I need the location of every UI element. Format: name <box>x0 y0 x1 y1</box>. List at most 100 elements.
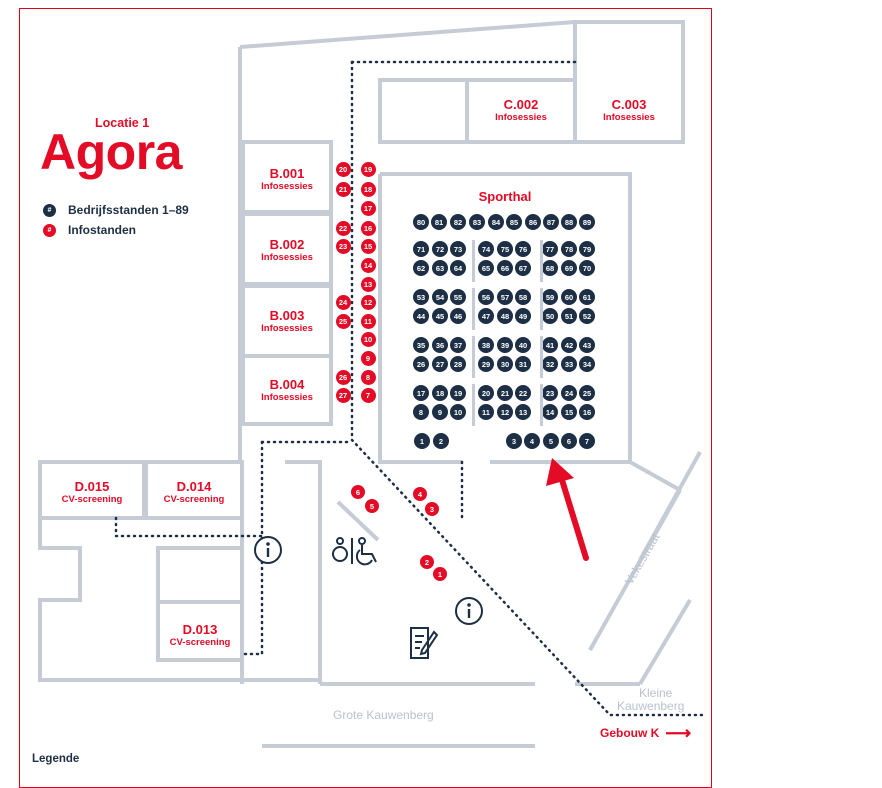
company-stand-88[interactable]: 88 <box>561 214 577 230</box>
company-stand-4[interactable]: 4 <box>524 433 540 449</box>
company-stand-48[interactable]: 48 <box>497 308 513 324</box>
company-stand-9[interactable]: 9 <box>432 404 448 420</box>
company-stand-68[interactable]: 68 <box>542 260 558 276</box>
company-stand-45[interactable]: 45 <box>432 308 448 324</box>
info-stand-10[interactable]: 10 <box>360 331 376 347</box>
info-stand-20[interactable]: 20 <box>335 161 351 177</box>
company-stand-83[interactable]: 83 <box>469 214 485 230</box>
company-stand-69[interactable]: 69 <box>561 260 577 276</box>
company-stand-57[interactable]: 57 <box>497 289 513 305</box>
company-stand-70[interactable]: 70 <box>579 260 595 276</box>
company-stand-72[interactable]: 72 <box>432 241 448 257</box>
company-stand-24[interactable]: 24 <box>561 385 577 401</box>
room-b002[interactable]: B.002 Infosessies <box>243 237 331 264</box>
info-stand-6[interactable]: 6 <box>351 485 365 499</box>
info-stand-13[interactable]: 13 <box>360 276 376 292</box>
info-stand-3[interactable]: 3 <box>425 502 439 516</box>
company-stand-11[interactable]: 11 <box>478 404 494 420</box>
company-stand-55[interactable]: 55 <box>450 289 466 305</box>
room-b003[interactable]: B.003 Infosessies <box>243 308 331 335</box>
company-stand-42[interactable]: 42 <box>561 337 577 353</box>
company-stand-62[interactable]: 62 <box>413 260 429 276</box>
company-stand-65[interactable]: 65 <box>478 260 494 276</box>
company-stand-82[interactable]: 82 <box>450 214 466 230</box>
company-stand-2[interactable]: 2 <box>433 433 449 449</box>
company-stand-89[interactable]: 89 <box>579 214 595 230</box>
company-stand-19[interactable]: 19 <box>450 385 466 401</box>
company-stand-79[interactable]: 79 <box>579 241 595 257</box>
company-stand-35[interactable]: 35 <box>413 337 429 353</box>
company-stand-85[interactable]: 85 <box>506 214 522 230</box>
room-d015[interactable]: D.015 CV-screening <box>40 479 144 506</box>
room-d013[interactable]: D.013 CV-screening <box>158 622 242 649</box>
info-stand-9[interactable]: 9 <box>360 350 376 366</box>
company-stand-18[interactable]: 18 <box>432 385 448 401</box>
company-stand-66[interactable]: 66 <box>497 260 513 276</box>
company-stand-28[interactable]: 28 <box>450 356 466 372</box>
company-stand-14[interactable]: 14 <box>542 404 558 420</box>
company-stand-63[interactable]: 63 <box>432 260 448 276</box>
company-stand-77[interactable]: 77 <box>542 241 558 257</box>
company-stand-44[interactable]: 44 <box>413 308 429 324</box>
info-stand-22[interactable]: 22 <box>335 220 351 236</box>
company-stand-43[interactable]: 43 <box>579 337 595 353</box>
company-stand-7[interactable]: 7 <box>579 433 595 449</box>
company-stand-13[interactable]: 13 <box>515 404 531 420</box>
info-stand-5[interactable]: 5 <box>365 499 379 513</box>
company-stand-22[interactable]: 22 <box>515 385 531 401</box>
company-stand-60[interactable]: 60 <box>561 289 577 305</box>
company-stand-3[interactable]: 3 <box>506 433 522 449</box>
company-stand-1[interactable]: 1 <box>414 433 430 449</box>
company-stand-61[interactable]: 61 <box>579 289 595 305</box>
info-stand-23[interactable]: 23 <box>335 238 351 254</box>
company-stand-54[interactable]: 54 <box>432 289 448 305</box>
info-stand-21[interactable]: 21 <box>335 181 351 197</box>
company-stand-29[interactable]: 29 <box>478 356 494 372</box>
company-stand-80[interactable]: 80 <box>413 214 429 230</box>
info-stand-15[interactable]: 15 <box>360 238 376 254</box>
company-stand-38[interactable]: 38 <box>478 337 494 353</box>
room-c003[interactable]: C.003 Infosessies <box>575 97 683 124</box>
company-stand-16[interactable]: 16 <box>579 404 595 420</box>
company-stand-58[interactable]: 58 <box>515 289 531 305</box>
company-stand-34[interactable]: 34 <box>579 356 595 372</box>
company-stand-75[interactable]: 75 <box>497 241 513 257</box>
company-stand-47[interactable]: 47 <box>478 308 494 324</box>
company-stand-20[interactable]: 20 <box>478 385 494 401</box>
room-c002[interactable]: C.002 Infosessies <box>467 97 575 124</box>
company-stand-86[interactable]: 86 <box>525 214 541 230</box>
company-stand-17[interactable]: 17 <box>413 385 429 401</box>
company-stand-67[interactable]: 67 <box>515 260 531 276</box>
company-stand-36[interactable]: 36 <box>432 337 448 353</box>
company-stand-71[interactable]: 71 <box>413 241 429 257</box>
company-stand-87[interactable]: 87 <box>543 214 559 230</box>
info-stand-7[interactable]: 7 <box>360 387 376 403</box>
company-stand-30[interactable]: 30 <box>497 356 513 372</box>
company-stand-76[interactable]: 76 <box>515 241 531 257</box>
info-stand-14[interactable]: 14 <box>360 257 376 273</box>
info-stand-27[interactable]: 27 <box>335 387 351 403</box>
company-stand-31[interactable]: 31 <box>515 356 531 372</box>
room-d014[interactable]: D.014 CV-screening <box>146 479 242 506</box>
room-b004[interactable]: B.004 Infosessies <box>243 377 331 404</box>
company-stand-15[interactable]: 15 <box>561 404 577 420</box>
company-stand-74[interactable]: 74 <box>478 241 494 257</box>
company-stand-8[interactable]: 8 <box>413 404 429 420</box>
company-stand-39[interactable]: 39 <box>497 337 513 353</box>
info-stand-24[interactable]: 24 <box>335 294 351 310</box>
company-stand-51[interactable]: 51 <box>561 308 577 324</box>
company-stand-84[interactable]: 84 <box>488 214 504 230</box>
company-stand-27[interactable]: 27 <box>432 356 448 372</box>
company-stand-10[interactable]: 10 <box>450 404 466 420</box>
room-b001[interactable]: B.001 Infosessies <box>243 166 331 193</box>
company-stand-64[interactable]: 64 <box>450 260 466 276</box>
info-stand-18[interactable]: 18 <box>360 181 376 197</box>
info-stand-2[interactable]: 2 <box>420 555 434 569</box>
info-stand-16[interactable]: 16 <box>360 220 376 236</box>
exit-gebouw-k[interactable]: Gebouw K ⟶ <box>600 724 691 742</box>
company-stand-52[interactable]: 52 <box>579 308 595 324</box>
info-stand-17[interactable]: 17 <box>360 200 376 216</box>
company-stand-23[interactable]: 23 <box>542 385 558 401</box>
company-stand-73[interactable]: 73 <box>450 241 466 257</box>
company-stand-12[interactable]: 12 <box>497 404 513 420</box>
